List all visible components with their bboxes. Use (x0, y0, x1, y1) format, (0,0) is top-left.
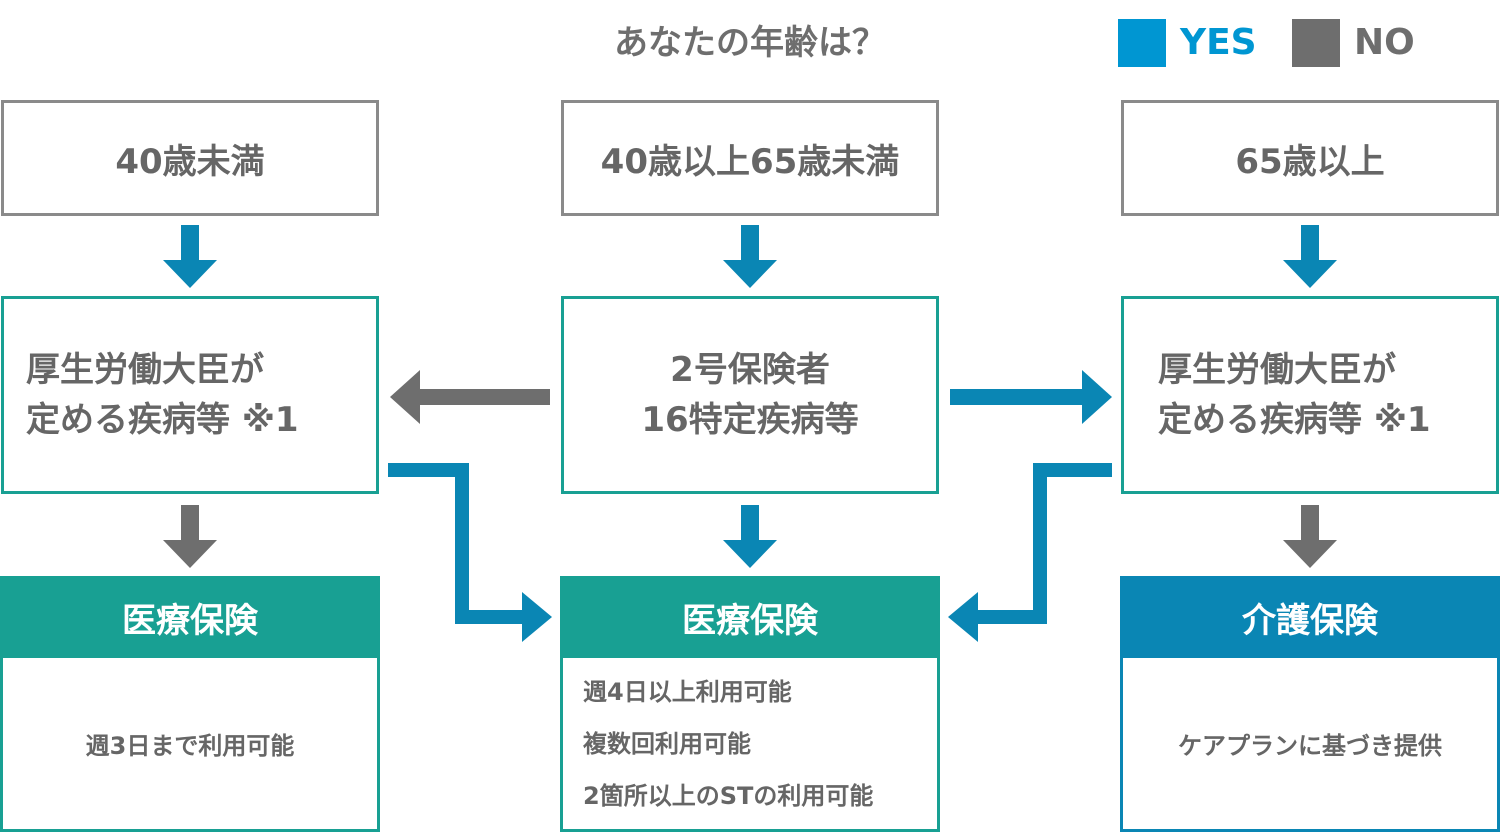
down-arrow-icon (723, 225, 777, 288)
insurance-body-center: 週4日以上利用可能 複数回利用可能 2箇所以上のSTの利用可能 (560, 658, 940, 832)
insurance-item: 複数回利用可能 (583, 729, 751, 758)
condition-line2: 定める疾病等 ※1 (26, 400, 299, 440)
condition-box-left: 厚生労働大臣が 定める疾病等 ※1 (1, 296, 379, 494)
insurance-body-right: ケアプランに基づき提供 (1120, 658, 1500, 832)
question-title: あなたの年齢は？ (614, 23, 886, 63)
age-box-over-65: 65歳以上 (1121, 100, 1499, 216)
condition-line2: 定める疾病等 ※1 (1158, 400, 1431, 440)
condition-box-center: 2号保険者 16特定疾病等 (561, 296, 939, 494)
elbow-arrow-icon (388, 463, 552, 642)
condition-line1: 2号保険者 (670, 350, 830, 390)
insurance-item: 2箇所以上のSTの利用可能 (583, 781, 874, 810)
down-arrow-icon (163, 225, 217, 288)
left-arrow-icon (390, 370, 550, 424)
insurance-header-center: 医療保険 (560, 576, 940, 658)
legend-no-label: NO (1354, 22, 1415, 63)
condition-line1: 厚生労働大臣が (1158, 350, 1396, 390)
insurance-title: 医療保険 (122, 600, 258, 641)
age-label: 40歳未満 (115, 141, 265, 182)
condition-box-right: 厚生労働大臣が 定める疾病等 ※1 (1121, 296, 1499, 494)
elbow-arrow-icon (948, 463, 1112, 642)
insurance-body-left: 週3日まで利用可能 (0, 658, 380, 832)
insurance-title: 介護保険 (1242, 600, 1378, 641)
insurance-item: 週4日以上利用可能 (583, 677, 792, 706)
legend-yes-label: YES (1180, 22, 1257, 63)
age-label: 40歳以上65歳未満 (600, 141, 900, 182)
right-arrow-icon (950, 370, 1112, 424)
down-arrow-icon (1283, 505, 1337, 568)
down-arrow-icon (723, 505, 777, 568)
age-box-40-to-65: 40歳以上65歳未満 (561, 100, 939, 216)
age-label: 65歳以上 (1235, 141, 1385, 182)
insurance-header-right: 介護保険 (1120, 576, 1500, 658)
down-arrow-icon (1283, 225, 1337, 288)
insurance-title: 医療保険 (682, 600, 818, 641)
insurance-item: 週3日まで利用可能 (85, 732, 295, 760)
legend-yes-swatch (1118, 19, 1166, 67)
condition-line2: 16特定疾病等 (641, 400, 859, 440)
legend-no-swatch (1292, 19, 1340, 67)
condition-line1: 厚生労働大臣が (26, 350, 264, 390)
down-arrow-icon (163, 505, 217, 568)
age-box-under-40: 40歳未満 (1, 100, 379, 216)
insurance-header-left: 医療保険 (0, 576, 380, 658)
insurance-item: ケアプランに基づき提供 (1178, 732, 1442, 760)
